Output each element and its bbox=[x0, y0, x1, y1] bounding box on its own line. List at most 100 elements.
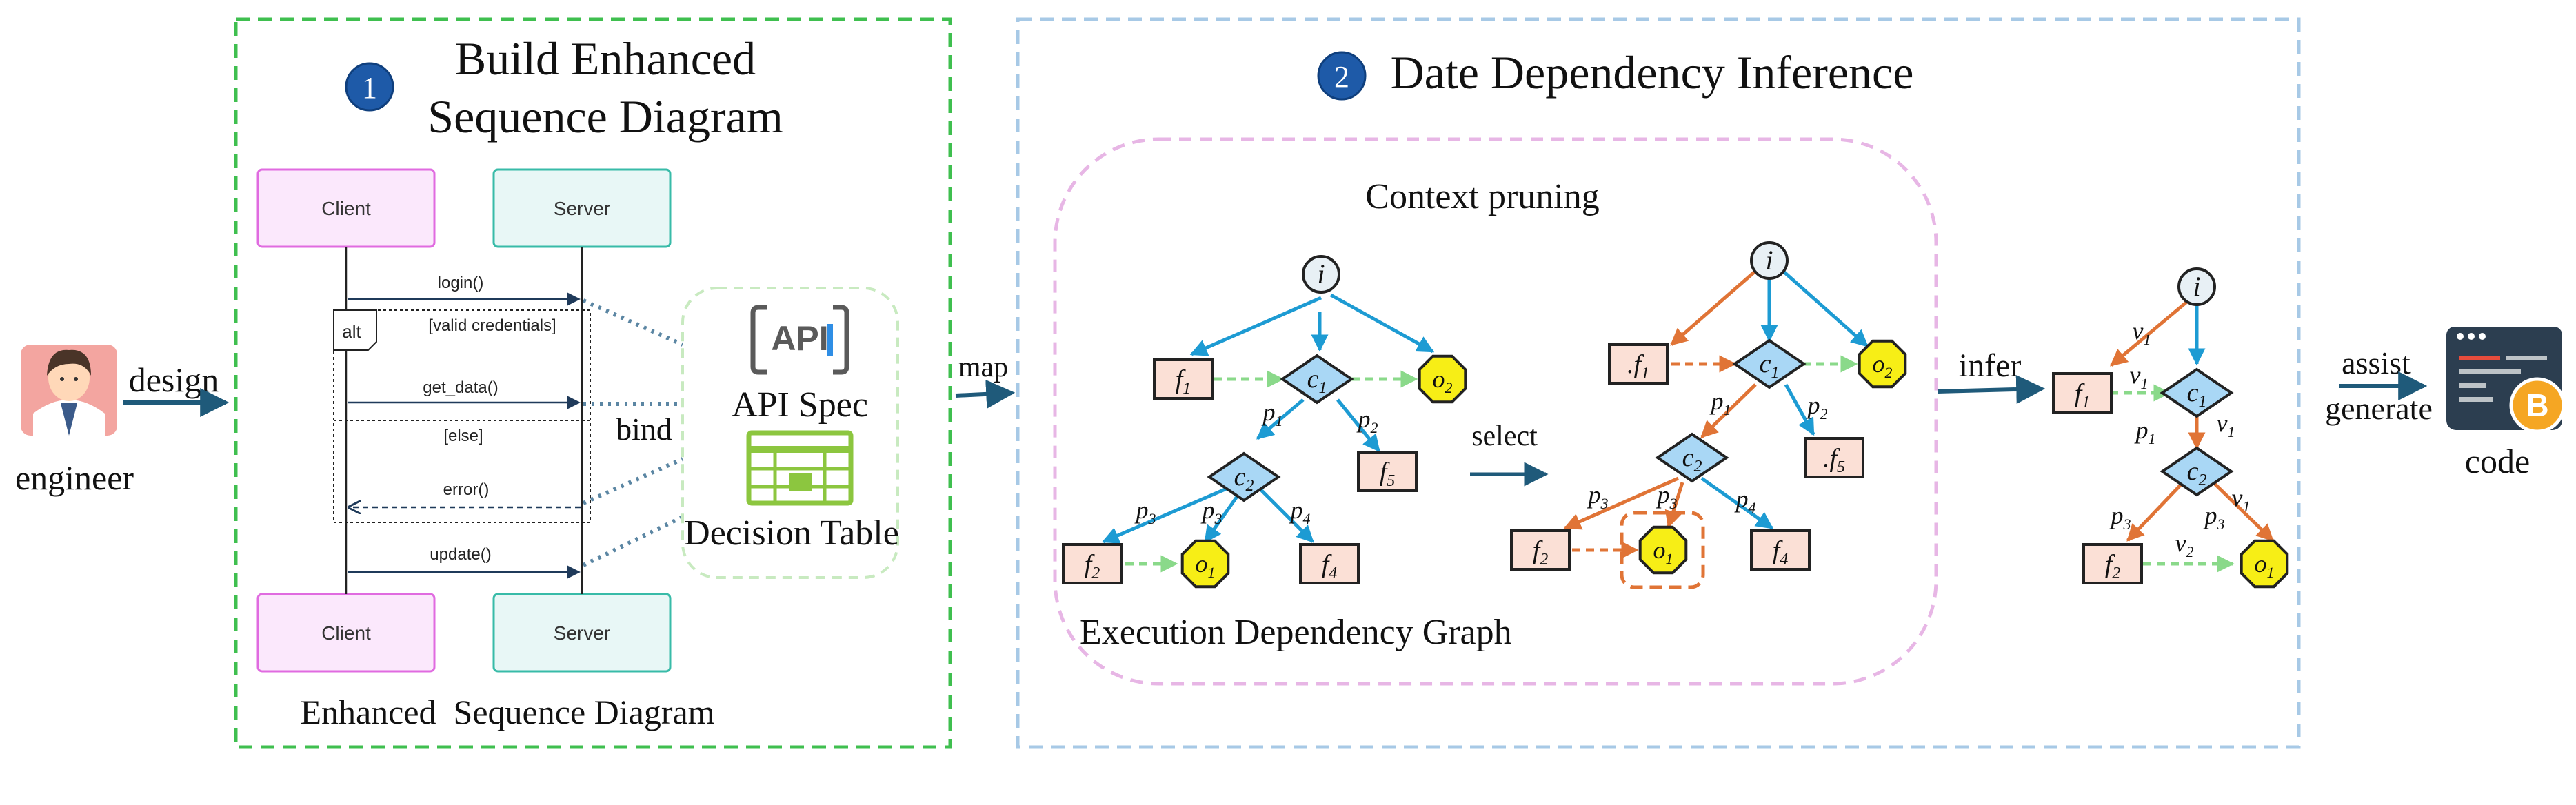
pruned-node-o1: o1 bbox=[1638, 525, 1688, 575]
pruned-node-f4: f4 bbox=[1750, 529, 1811, 571]
code-caption: code bbox=[2465, 442, 2530, 480]
pruned-node-c1-label: c1 bbox=[1760, 349, 1780, 382]
inferred-edge-v1-i-f1: v1 bbox=[2133, 317, 2151, 348]
panel-date-dependency-inference bbox=[1016, 17, 2301, 749]
message-update: update() bbox=[430, 545, 491, 564]
step-2-number: 2 bbox=[1334, 60, 1349, 94]
edg-node-f4: f4 bbox=[1299, 543, 1360, 584]
lifeline-client-top: Client bbox=[256, 168, 436, 248]
edg-node-i-label: i bbox=[1317, 258, 1325, 289]
edg-edge-p1: p1 bbox=[1261, 398, 1283, 429]
inferred-edge-p3-right: p3 bbox=[2203, 502, 2225, 533]
spec-group bbox=[681, 287, 899, 579]
graph-nodes: i f1 c1 o2 c2 f5 f2 o1 f4 p1 p2 p3 p3 p4 i .f1 c1 o2 c2 .f5… bbox=[1062, 241, 2289, 589]
step-2-badge bbox=[1317, 51, 1367, 101]
edg-node-c1-label: c1 bbox=[1307, 365, 1327, 397]
message-login: login() bbox=[438, 274, 484, 292]
edg-caption: Execution Dependency Graph bbox=[1080, 613, 1512, 652]
engineer-avatar bbox=[21, 345, 117, 436]
inferred-edge-p1: p1 bbox=[2134, 416, 2156, 447]
edg-node-o1-label: o1 bbox=[1196, 550, 1216, 581]
edg-node-c1: c1 bbox=[1280, 354, 1354, 405]
graph-pruned bbox=[1563, 266, 1869, 589]
panel1-caption: Enhanced Sequence Diagram bbox=[300, 693, 714, 731]
select-label: select bbox=[1471, 420, 1538, 452]
panel1-title-line2: Sequence Diagram bbox=[427, 90, 783, 143]
inferred-edge-v1-f1-c1: v1 bbox=[2130, 361, 2149, 392]
lifeline-client-bottom: Client bbox=[256, 593, 436, 673]
svg-text:B: B bbox=[2526, 387, 2548, 423]
decision-table-icon bbox=[746, 430, 854, 506]
edg-node-o2-label: o2 bbox=[1433, 365, 1453, 396]
selected-o1-frame bbox=[1620, 511, 1705, 589]
engineer-caption: engineer bbox=[15, 458, 134, 497]
edg-node-c2: c2 bbox=[1207, 451, 1281, 502]
pruned-edge-p3-right: p3 bbox=[1656, 481, 1678, 512]
inferred-node-o1: o1 bbox=[2240, 539, 2289, 589]
alt-fragment: alt bbox=[333, 309, 591, 523]
inferred-node-c1-label: c1 bbox=[2187, 378, 2207, 411]
guard-else: [else] bbox=[443, 427, 483, 445]
inferred-node-f2: f2 bbox=[2082, 543, 2143, 584]
inferred-node-f1: f1 bbox=[2052, 372, 2113, 414]
edg-node-f5: f5 bbox=[1357, 451, 1418, 492]
map-arrow bbox=[955, 379, 1016, 409]
svg-text:Server: Server bbox=[554, 198, 610, 219]
context-pruning-group bbox=[1053, 137, 1938, 686]
message-get-data: get_data() bbox=[423, 378, 498, 397]
assist-label: assist bbox=[2342, 345, 2411, 380]
panel1-title-line1: Build Enhanced bbox=[455, 32, 756, 85]
pruned-node-o2-label: o2 bbox=[1873, 350, 1893, 381]
lifeline-server-top: Server bbox=[492, 168, 672, 248]
pruned-node-c1: c1 bbox=[1732, 338, 1807, 389]
panel-build-sequence-diagram bbox=[234, 17, 952, 749]
edg-node-o2: o2 bbox=[1418, 354, 1467, 404]
inferred-node-i: i bbox=[2177, 267, 2216, 306]
lifeline-server-bottom: Server bbox=[492, 593, 672, 673]
step-1-badge bbox=[345, 62, 394, 112]
inferred-node-c2-label: c2 bbox=[2187, 457, 2207, 489]
guard-valid-credentials: [valid credentials] bbox=[428, 316, 556, 335]
api-icon: API bbox=[750, 305, 849, 375]
pruned-node-o1-label: o1 bbox=[1653, 536, 1673, 567]
edg-edge-p4: p4 bbox=[1289, 496, 1311, 527]
edg-edge-p3-left: p3 bbox=[1134, 496, 1156, 527]
inferred-node-i-label: i bbox=[2193, 271, 2200, 302]
bind-links bbox=[582, 298, 684, 567]
panel2-title: Date Dependency Inference bbox=[1391, 46, 1914, 99]
pruned-node-f2: f2 bbox=[1510, 529, 1571, 571]
infer-arrow bbox=[1937, 375, 2046, 404]
message-error: error() bbox=[443, 480, 490, 499]
map-label: map bbox=[958, 351, 1008, 383]
edg-node-o1: o1 bbox=[1180, 539, 1230, 589]
api-spec-label: API Spec bbox=[732, 385, 868, 425]
pruned-node-c2: c2 bbox=[1655, 432, 1729, 483]
inferred-edge-v1-c1-c2: v1 bbox=[2217, 409, 2235, 440]
step-1-number: 1 bbox=[362, 71, 377, 105]
inferred-edge-v1-c2-o1: v1 bbox=[2232, 484, 2251, 515]
edg-node-i: i bbox=[1302, 255, 1340, 294]
svg-text:Server: Server bbox=[554, 622, 610, 644]
pruned-node-f1: .f1 bbox=[1608, 343, 1669, 385]
code-window-icon: B bbox=[2446, 327, 2566, 434]
pruned-node-o2: o2 bbox=[1858, 339, 1907, 389]
inferred-edge-p3-left: p3 bbox=[2109, 502, 2131, 533]
edg-node-f2: f2 bbox=[1062, 543, 1123, 584]
pruned-edge-p3-left: p3 bbox=[1587, 481, 1609, 512]
pruned-edge-p1: p1 bbox=[1709, 387, 1731, 418]
pruned-node-f5: .f5 bbox=[1804, 437, 1864, 478]
pruned-node-i-label: i bbox=[1765, 245, 1773, 276]
bind-label: bind bbox=[616, 411, 672, 447]
context-pruning-label: Context pruning bbox=[1365, 177, 1599, 216]
inferred-node-c1: c1 bbox=[2160, 367, 2234, 418]
design-label: design bbox=[129, 360, 219, 399]
pruned-node-c2-label: c2 bbox=[1682, 443, 1702, 476]
inferred-edge-v2: v2 bbox=[2175, 529, 2194, 560]
infer-label: infer bbox=[1959, 347, 2022, 384]
svg-text:Client: Client bbox=[321, 622, 371, 644]
edg-edge-p2: p2 bbox=[1356, 405, 1378, 436]
pruned-edge-p2: p2 bbox=[1806, 391, 1828, 422]
pruned-node-i: i bbox=[1750, 241, 1789, 280]
generate-label: generate bbox=[2325, 391, 2433, 426]
